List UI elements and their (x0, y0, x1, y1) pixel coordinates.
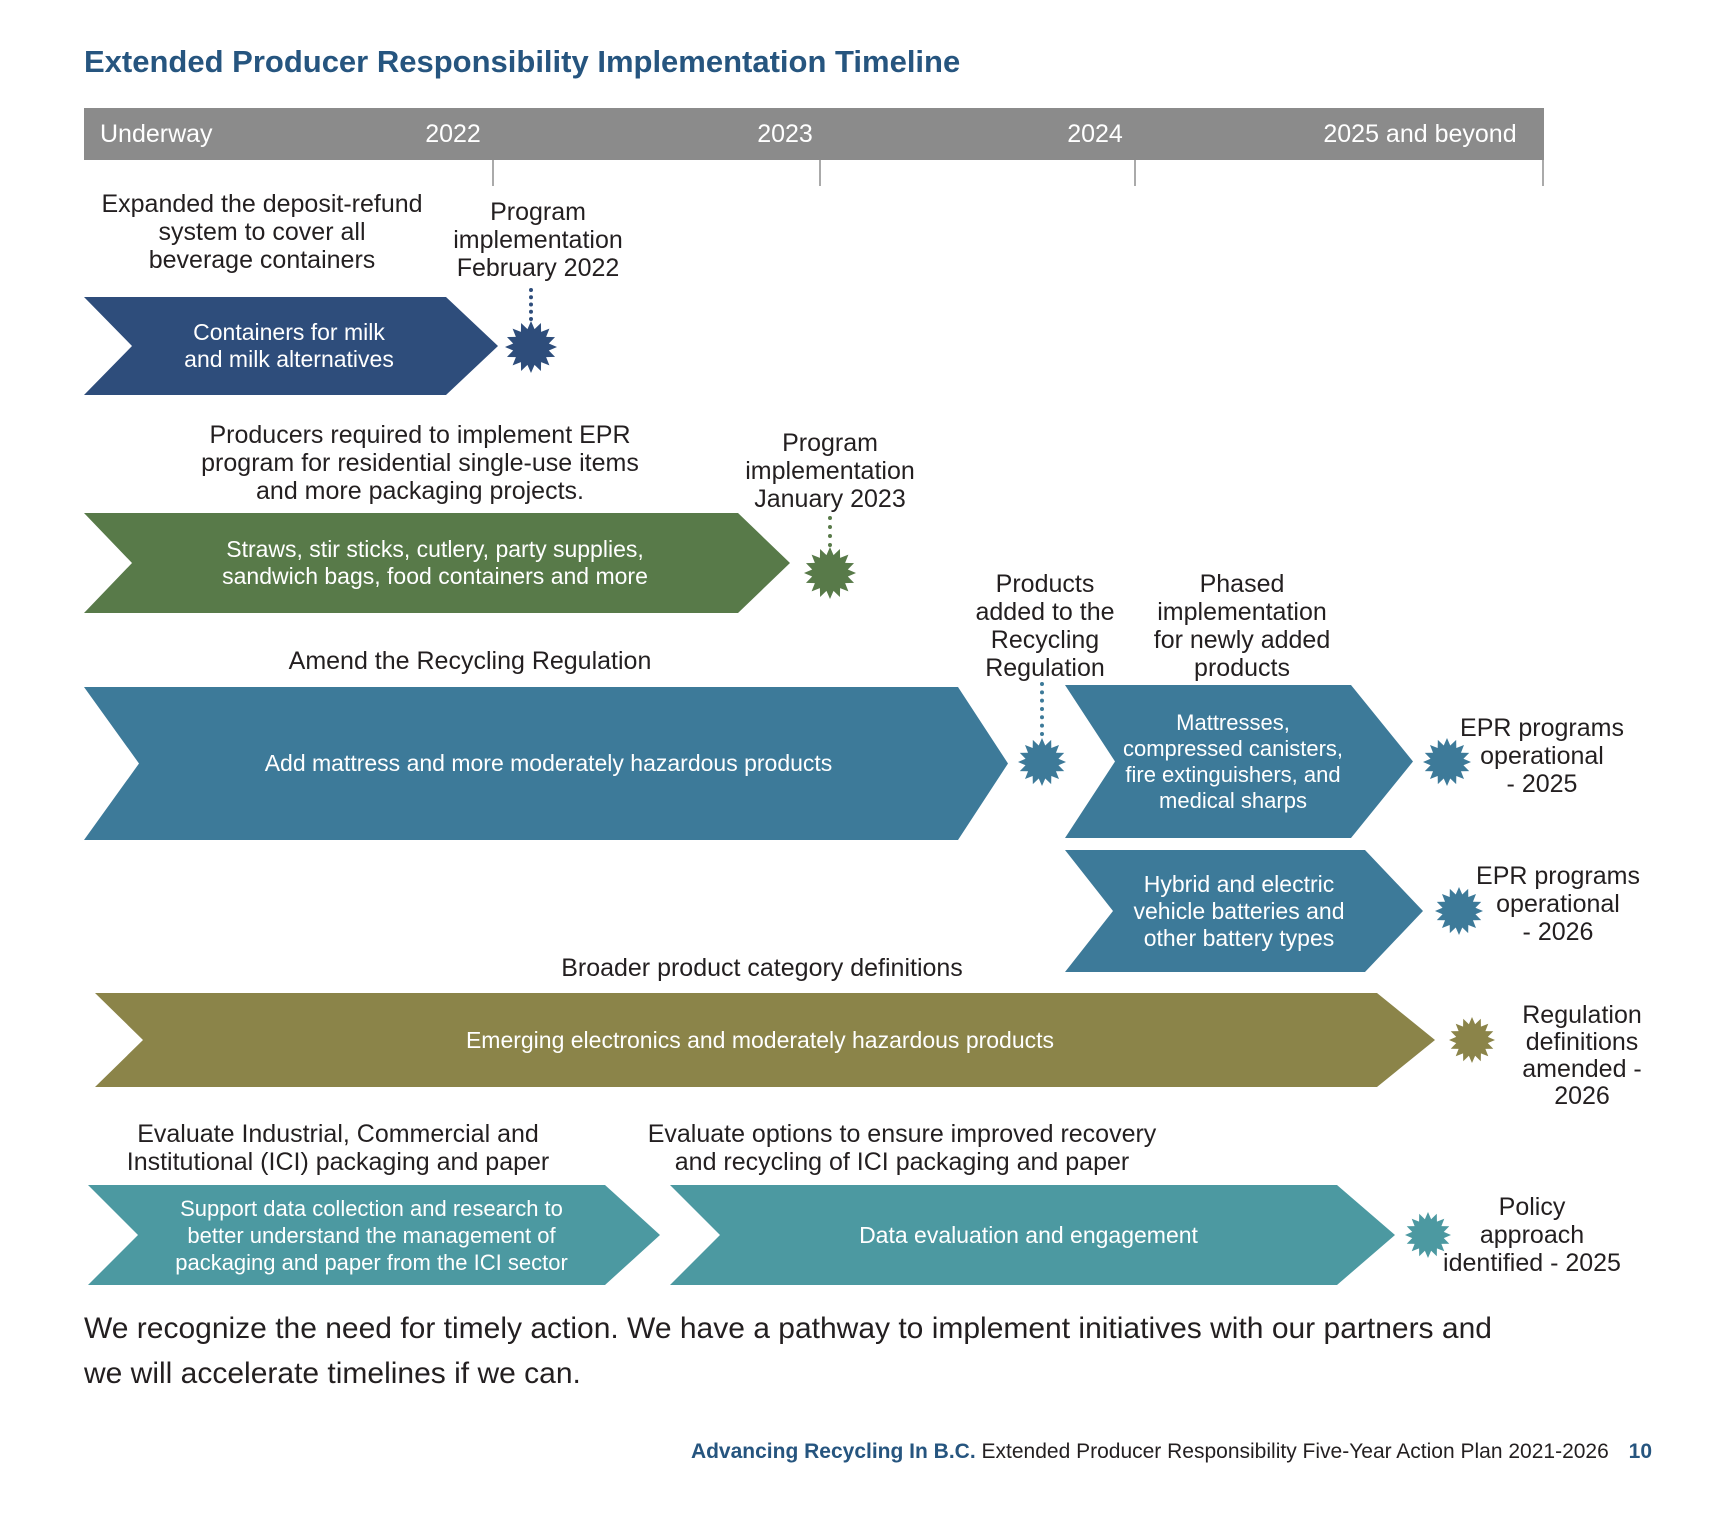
epr-operational-2026-label: EPR programs operational - 2026 (1476, 862, 1640, 946)
deposit-refund-label: Expanded the deposit-refund system to co… (101, 190, 423, 274)
dotted-connector (529, 288, 533, 321)
add-mattress-arrow: Add mattress and more moderately hazardo… (84, 687, 1008, 840)
evaluate-options-label: Evaluate options to ensure improved reco… (647, 1120, 1157, 1176)
timeline-header-bar: Underway 2022 2023 2024 2025 and beyond (84, 108, 1544, 160)
page-title: Extended Producer Responsibility Impleme… (84, 44, 961, 79)
feb-2022-milestone-label: Program implementation February 2022 (453, 198, 623, 282)
milk-containers-arrow: Containers for milk and milk alternative… (84, 297, 498, 395)
period-underway: Underway (100, 120, 213, 148)
milestone-starburst-icon (804, 547, 856, 599)
milestone-starburst-icon (1405, 1212, 1451, 1258)
footer-page-number: 10 (1628, 1440, 1652, 1463)
support-data-collection-arrow: Support data collection and research to … (88, 1185, 660, 1285)
footer-brand: Advancing Recycling In B.C. (690, 1440, 976, 1463)
period-2024: 2024 (1067, 120, 1123, 148)
single-use-label: Producers required to implement EPR prog… (201, 421, 639, 505)
timeline-tick (1134, 160, 1136, 186)
evaluate-ici-label: Evaluate Industrial, Commercial and Inst… (126, 1120, 550, 1176)
milestone-starburst-icon (1423, 738, 1471, 786)
mattresses-canisters-arrow: Mattresses, compressed canisters, fire e… (1065, 685, 1413, 838)
footer-doc-title: Extended Producer Responsibility Five-Ye… (981, 1440, 1609, 1463)
vehicle-batteries-arrow: Hybrid and electric vehicle batteries an… (1065, 850, 1423, 972)
products-added-label: Products added to the Recycling Regulati… (975, 570, 1115, 682)
jan-2023-milestone-label: Program implementation January 2023 (745, 429, 915, 513)
regulation-amended-2026-label: Regulation definitions amended - 2026 (1522, 1001, 1642, 1110)
dotted-connector (1040, 682, 1044, 736)
timeline-tick (492, 160, 494, 186)
data-evaluation-arrow: Data evaluation and engagement (670, 1185, 1395, 1285)
period-2023: 2023 (757, 120, 813, 148)
milestone-starburst-icon (1435, 887, 1483, 935)
milestone-starburst-icon (1449, 1017, 1495, 1063)
policy-approach-2025-label: Policy approach identified - 2025 (1443, 1193, 1621, 1277)
period-2022: 2022 (425, 120, 481, 148)
closing-paragraph: We recognize the need for timely action.… (84, 1312, 1492, 1390)
broader-definitions-label: Broader product category definitions (561, 954, 963, 982)
milestone-starburst-icon (505, 321, 557, 373)
epr-operational-2025-label: EPR programs operational - 2025 (1460, 714, 1624, 798)
single-use-items-arrow: Straws, stir sticks, cutlery, party supp… (84, 513, 790, 613)
dotted-connector (828, 516, 832, 547)
emerging-electronics-arrow: Emerging electronics and moderately haza… (95, 993, 1435, 1087)
amend-regulation-label: Amend the Recycling Regulation (288, 647, 652, 675)
timeline-tick (819, 160, 821, 186)
period-2025-beyond: 2025 and beyond (1323, 120, 1517, 148)
phased-implementation-label: Phased implementation for newly added pr… (1153, 570, 1331, 682)
page-footer: Advancing Recycling In B.C. Extended Pro… (691, 1440, 1652, 1464)
milestone-starburst-icon (1018, 738, 1066, 786)
timeline-tick (1542, 160, 1544, 186)
